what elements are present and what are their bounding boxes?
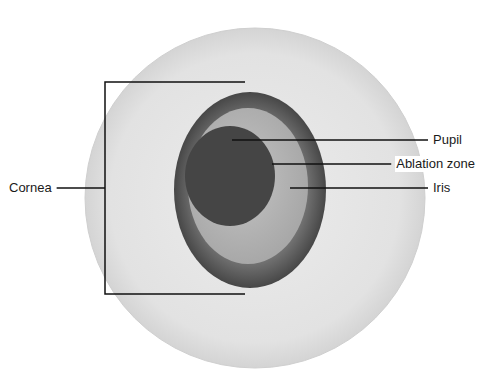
leader-line	[290, 187, 428, 189]
part-label: Cornea	[8, 180, 53, 196]
pupil-shape	[185, 126, 275, 226]
part-label: Ablation zone	[395, 156, 476, 172]
leader-line	[232, 139, 428, 141]
leader-line	[272, 163, 391, 165]
eyeball	[85, 28, 425, 368]
cornea-bracket	[105, 82, 245, 294]
leader-line	[57, 187, 105, 189]
part-label: Pupil	[432, 132, 463, 148]
iris-shape	[174, 92, 326, 288]
part-label: Iris	[432, 180, 451, 196]
